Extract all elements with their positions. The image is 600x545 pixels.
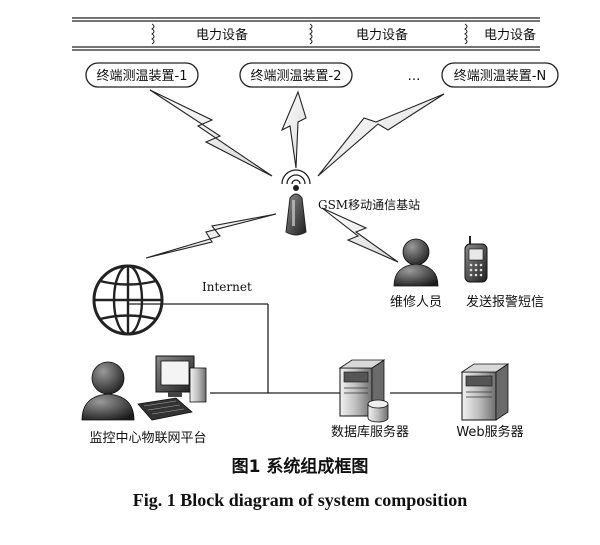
wireless-link-icon — [280, 90, 307, 169]
operator-person-icon — [81, 361, 135, 421]
desktop-computer-icon — [137, 355, 207, 421]
power-equipment-label-3: 电力设备 — [484, 27, 536, 43]
ellipsis: … — [408, 69, 421, 84]
database-server-label: 数据库服务器 — [331, 424, 409, 440]
internet-label: Internet — [202, 280, 252, 294]
database-cylinder-icon — [367, 399, 389, 423]
base-station-tower-icon — [281, 169, 311, 236]
globe-icon — [92, 264, 164, 336]
terminal-label-2: 终端测温装置-2 — [251, 68, 342, 84]
monitor-center-label: 监控中心物联网平台 — [89, 431, 206, 446]
network-lines — [128, 303, 462, 394]
wireless-link-icon — [145, 213, 277, 259]
base-station-label: GSM移动通信基站 — [318, 198, 420, 212]
figure-caption-chinese: 图1 系统组成框图 — [231, 457, 369, 477]
terminal-device-1: 终端测温装置-1 — [85, 62, 199, 88]
wireless-link-icon — [321, 207, 399, 263]
web-server-icon — [460, 363, 510, 421]
terminal-device-2: 终端测温装置-2 — [239, 62, 353, 88]
power-equipment-bar: 电力设备 电力设备 电力设备 — [72, 17, 540, 51]
maintenance-person-icon — [393, 238, 439, 287]
maintenance-label: 维修人员 — [390, 295, 442, 310]
power-equipment-label-1: 电力设备 — [196, 27, 248, 43]
coil-icon — [151, 23, 468, 45]
wireless-link-icon — [149, 89, 273, 177]
terminal-device-n: 终端测温装置-N — [441, 62, 559, 88]
power-equipment-label-2: 电力设备 — [356, 27, 408, 43]
wireless-link-icon — [317, 93, 445, 177]
figure-caption-english: Fig. 1 Block diagram of system compositi… — [132, 490, 468, 510]
terminal-label-n: 终端测温装置-N — [454, 68, 546, 84]
terminal-label-1: 终端测温装置-1 — [97, 68, 188, 84]
database-server-icon — [338, 359, 389, 423]
sms-label: 发送报警短信 — [466, 294, 544, 310]
web-server-label: Web服务器 — [456, 424, 523, 440]
mobile-phone-icon — [464, 236, 488, 283]
